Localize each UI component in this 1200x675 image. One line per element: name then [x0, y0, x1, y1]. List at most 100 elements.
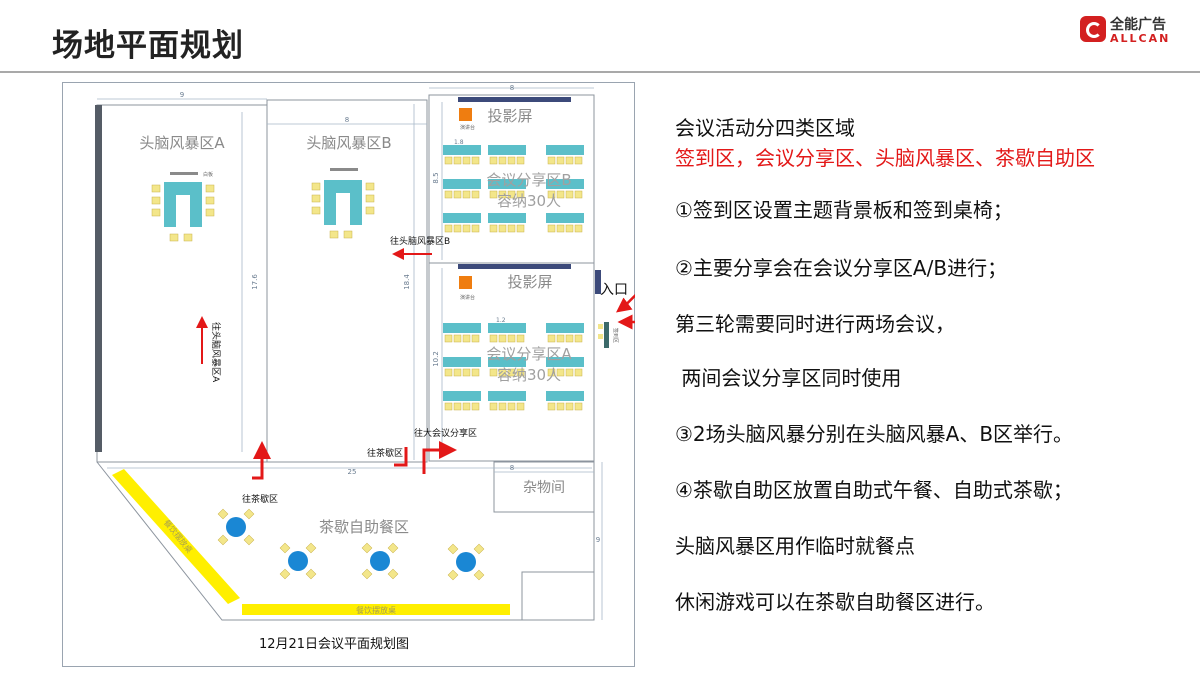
chair: [498, 224, 507, 233]
chair: [361, 542, 373, 554]
seminar-table: [546, 145, 584, 155]
round-tables: [217, 508, 485, 581]
tea-area-label: 茶歇自助餐区: [319, 518, 409, 536]
chair: [565, 402, 574, 411]
chair: [462, 334, 471, 343]
chair: [444, 368, 453, 377]
seminar-table: [488, 323, 526, 333]
chair: [453, 334, 462, 343]
chair: [516, 402, 525, 411]
chair: [489, 190, 498, 199]
u-table-b: [311, 168, 375, 239]
chair: [444, 402, 453, 411]
chair: [556, 334, 565, 343]
logo-icon: [1080, 16, 1106, 42]
hall-a-seating: [443, 323, 584, 411]
seminar-table: [488, 145, 526, 155]
seminar-table: [546, 179, 584, 189]
u-table-a: 白板: [151, 171, 215, 242]
round-table: [370, 551, 390, 571]
hall-a-label-2: 容纳30人: [497, 366, 561, 384]
to-hall-label: 往大会议分享区: [414, 427, 477, 439]
dim-hall-a: 10.2: [432, 351, 440, 367]
chair: [489, 224, 498, 233]
chair: [453, 190, 462, 199]
seminar-table: [443, 213, 481, 223]
seminar-table: [546, 357, 584, 367]
room-b-label: 头脑风暴区B: [306, 134, 391, 152]
zones-line: 签到区，会议分享区、头脑风暴区、茶歇自助区: [675, 146, 1095, 170]
board-label: 白板: [203, 171, 213, 178]
backdrop-board: [595, 270, 601, 294]
storage-label: 杂物间: [523, 480, 565, 496]
chair: [574, 224, 583, 233]
chair: [547, 224, 556, 233]
dimension-lines: [97, 87, 603, 620]
catering-table-diagonal: 餐饮摆放桌: [112, 469, 240, 604]
chair: [516, 190, 525, 199]
plan-caption: 12月21日会议平面规划图: [259, 637, 409, 652]
round-table: [288, 551, 308, 571]
chair: [453, 224, 462, 233]
chair: [453, 156, 462, 165]
dim-left: 17.6: [251, 274, 259, 290]
chair: [243, 508, 255, 520]
dim-top-mid: 8: [345, 116, 349, 124]
chair: [507, 402, 516, 411]
logo-cn-text: 全能广告: [1110, 17, 1166, 33]
chair: [471, 190, 480, 199]
podium-label-b: 演讲台: [460, 124, 475, 131]
sign-in-table: [604, 322, 609, 348]
chair: [471, 334, 480, 343]
chair: [489, 156, 498, 165]
chair: [498, 156, 507, 165]
to-b-label: 往头脑风暴区B: [390, 235, 450, 247]
podium-b: [459, 108, 472, 121]
hall-b-label-1: 会议分享区B: [486, 171, 571, 189]
chair: [243, 534, 255, 546]
to-tea-label-2: 往茶歇区: [367, 447, 403, 459]
chair: [498, 334, 507, 343]
chair: [471, 368, 480, 377]
chair: [574, 334, 583, 343]
chair: [444, 224, 453, 233]
hall-b-label-2: 容纳30人: [497, 192, 561, 210]
room-a-label: 头脑风暴区A: [139, 134, 225, 152]
chair: [361, 568, 373, 580]
header-divider: [0, 71, 1200, 73]
chair: [565, 368, 574, 377]
chair: [387, 542, 399, 554]
to-a-label: 往头脑风暴区A: [210, 322, 222, 383]
chair: [471, 402, 480, 411]
chair: [489, 368, 498, 377]
seminar-table: [443, 145, 481, 155]
chair: [473, 543, 485, 555]
chair: [556, 402, 565, 411]
point-2-note-2: 两间会议分享区同时使用: [675, 366, 902, 390]
dim-top-right: 8: [510, 84, 514, 92]
chair: [489, 334, 498, 343]
chair: [453, 402, 462, 411]
chair: [574, 402, 583, 411]
chair: [507, 368, 516, 377]
chair: [547, 368, 556, 377]
to-tea-label-1: 往茶歇区: [242, 493, 278, 505]
point-3: ③2场头脑风暴分别在头脑风暴A、B区举行。: [675, 422, 1074, 446]
dim-bottom: 25: [348, 468, 357, 476]
seminar-table: [488, 179, 526, 189]
dim-top-left: 9: [180, 91, 184, 99]
seminar-table: [488, 391, 526, 401]
chair: [507, 334, 516, 343]
chair: [498, 368, 507, 377]
chair: [556, 224, 565, 233]
seminar-table: [546, 323, 584, 333]
dim-right: 9: [596, 536, 600, 544]
chair: [516, 368, 525, 377]
seminar-table: [443, 179, 481, 189]
svg-text:餐饮摆放桌: 餐饮摆放桌: [356, 605, 396, 615]
chair: [547, 334, 556, 343]
point-2-note-1: 第三轮需要同时进行两场会议，: [675, 312, 955, 336]
intro-line: 会议活动分四类区域: [675, 116, 855, 140]
chair: [447, 543, 459, 555]
chair: [516, 334, 525, 343]
